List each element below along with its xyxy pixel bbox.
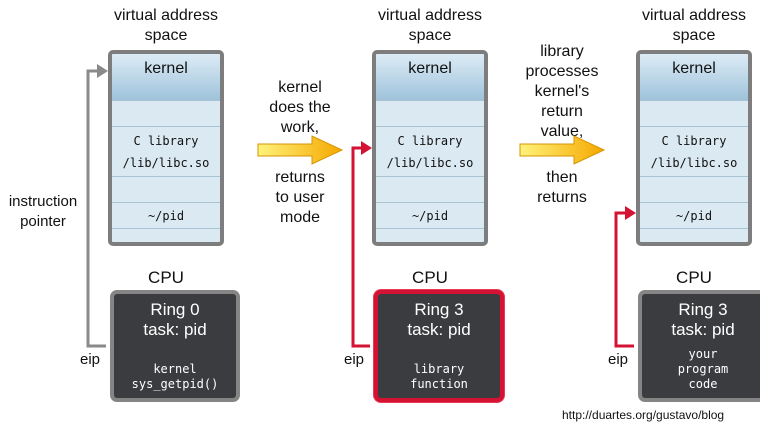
space-title-2: virtual address space <box>377 7 483 44</box>
task-label: task: pid <box>407 320 471 339</box>
cpu-title-3: CPU <box>676 268 712 287</box>
ring-label: Ring 0 <box>150 300 200 319</box>
eip-label-3: eip <box>608 351 629 368</box>
eip-connector-1 <box>86 64 108 348</box>
text-line: mode <box>279 209 321 226</box>
c-library-label: C library <box>133 134 199 148</box>
ring-label: Ring 3 <box>678 300 728 319</box>
empty-segment <box>640 228 748 242</box>
text-line: kernel <box>278 79 322 96</box>
text-line: processes <box>525 63 599 80</box>
task-label: task: pid <box>671 320 735 339</box>
c-library-segment: C library /lib/libc.so <box>640 126 748 177</box>
text-line: returns <box>537 189 587 206</box>
kernel-segment: kernel <box>376 54 484 100</box>
transition-2-bottom-text: then returns <box>512 168 612 208</box>
pointer-label: pointer <box>20 213 66 230</box>
transition-arrow-2 <box>519 135 606 165</box>
text-line: library <box>540 43 584 60</box>
space-title-3: virtual address space <box>641 7 747 44</box>
transition-1-top-text: kernel does the work, <box>250 78 350 138</box>
text-line: value, <box>540 123 584 140</box>
ring-label: Ring 3 <box>414 300 464 319</box>
virtual-address-space-1: kernel C library /lib/libc.so ~/pid <box>108 50 224 246</box>
eip-connector-3 <box>614 206 636 348</box>
eip-label-2: eip <box>344 351 365 368</box>
c-library-label: C library <box>661 134 727 148</box>
empty-segment <box>640 100 748 127</box>
text-line: work, <box>280 119 320 136</box>
cpu-code: kernel sys_getpid() <box>114 362 236 392</box>
pid-segment: ~/pid <box>376 202 484 229</box>
c-library-segment: C library /lib/libc.so <box>112 126 220 177</box>
text-line: to user <box>275 189 325 206</box>
cpu-code: library function <box>378 362 500 392</box>
kernel-segment: kernel <box>112 54 220 100</box>
space-title-1: virtual address space <box>113 7 219 44</box>
code-line: your <box>688 347 718 361</box>
eip-label-1: eip <box>80 351 101 368</box>
cpu-box-1: Ring 0 task: pid kernel sys_getpid() <box>110 290 240 402</box>
transition-1-bottom-text: returns to user mode <box>250 168 350 228</box>
libc-path-label: /lib/libc.so <box>122 156 210 170</box>
cpu-title-2: CPU <box>412 268 448 287</box>
task-label: task: pid <box>143 320 207 339</box>
c-library-segment: C library /lib/libc.so <box>376 126 484 177</box>
empty-segment <box>112 228 220 242</box>
code-line: sys_getpid() <box>131 377 219 391</box>
kernel-segment: kernel <box>640 54 748 100</box>
code-line: program <box>677 362 729 376</box>
text-line: then <box>546 169 578 186</box>
code-line: library <box>413 362 465 376</box>
transition-2-top-text: library processes kernel's return value, <box>512 42 612 142</box>
virtual-address-space-3: kernel C library /lib/libc.so ~/pid <box>636 50 752 246</box>
transition-arrow-1 <box>257 135 344 165</box>
empty-segment <box>376 228 484 242</box>
libc-path-label: /lib/libc.so <box>650 156 738 170</box>
credit-url: http://duartes.org/gustavo/blog <box>562 408 725 422</box>
code-line: code <box>688 377 718 391</box>
empty-segment <box>376 176 484 203</box>
text-line: kernel's <box>534 83 590 100</box>
cpu-box-2: Ring 3 task: pid library function <box>374 290 504 402</box>
code-line: kernel <box>153 362 197 376</box>
instruction-label: instruction <box>8 193 78 210</box>
code-line: function <box>410 377 468 391</box>
cpu-code: your program code <box>642 347 760 392</box>
empty-segment <box>376 100 484 127</box>
text-line: does the <box>269 99 331 116</box>
empty-segment <box>112 176 220 203</box>
pid-segment: ~/pid <box>112 202 220 229</box>
libc-path-label: /lib/libc.so <box>386 156 474 170</box>
pid-segment: ~/pid <box>640 202 748 229</box>
virtual-address-space-2: kernel C library /lib/libc.so ~/pid <box>372 50 488 246</box>
c-library-label: C library <box>397 134 463 148</box>
cpu-title-1: CPU <box>148 268 184 287</box>
empty-segment <box>640 176 748 203</box>
text-line: return <box>541 103 583 120</box>
cpu-box-3: Ring 3 task: pid your program code <box>638 290 760 402</box>
instruction-pointer-label: instruction pointer <box>0 192 86 232</box>
text-line: returns <box>275 169 325 186</box>
empty-segment <box>112 100 220 127</box>
eip-connector-2 <box>351 141 372 348</box>
